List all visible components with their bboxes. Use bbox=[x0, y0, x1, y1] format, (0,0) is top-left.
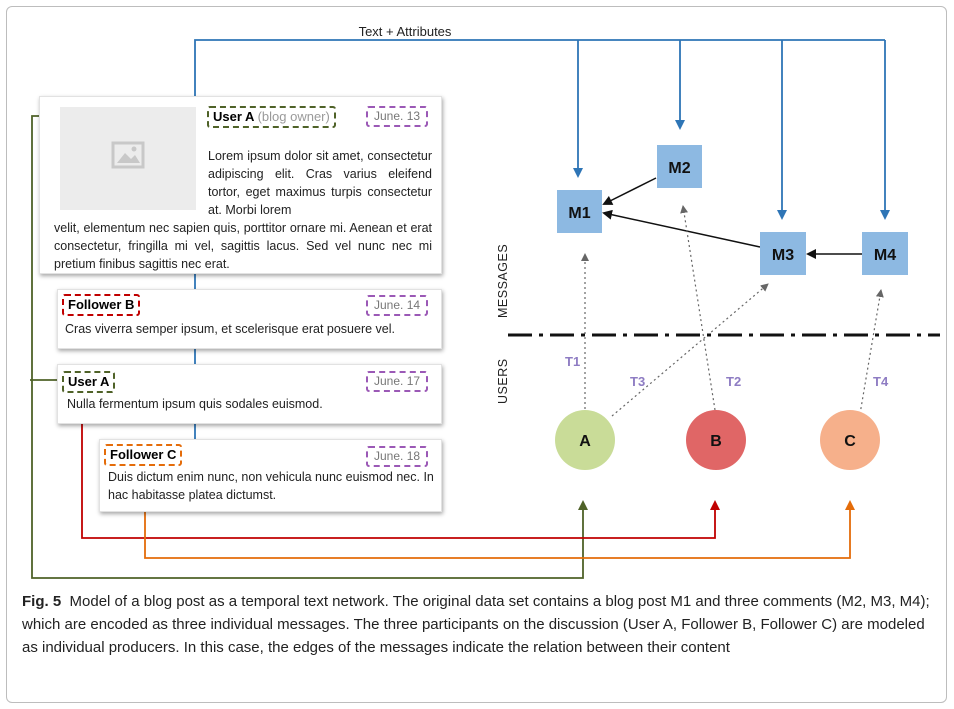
post-date: June. 13 bbox=[366, 106, 429, 127]
comment-card-follower-b: Follower B June. 14 Cras viverra semper … bbox=[57, 289, 442, 349]
post-date: June. 18 bbox=[366, 446, 429, 467]
transition-t4-line bbox=[859, 289, 884, 415]
comment-text: Cras viverra semper ipsum, et scelerisqu… bbox=[65, 322, 395, 336]
message-node-m2: M2 bbox=[657, 145, 702, 188]
comment-card-follower-c: Follower C June. 18 Duis dictum enim nun… bbox=[99, 439, 442, 512]
blog-post-card: User A (blog owner) June. 13 Lorem ipsum… bbox=[39, 96, 442, 274]
transition-t3-line bbox=[611, 283, 769, 417]
comment-card-user-a: User A June. 17 Nulla fermentum ipsum qu… bbox=[57, 364, 442, 424]
image-placeholder bbox=[60, 107, 196, 210]
transition-t2-label: T2 bbox=[726, 374, 741, 389]
svg-text:M3: M3 bbox=[772, 247, 794, 264]
image-icon bbox=[111, 141, 145, 169]
author-tag: Follower B bbox=[62, 294, 141, 316]
post-text-wrapped: Lorem ipsum dolor sit amet, consectetur … bbox=[208, 149, 432, 217]
post-date: June. 17 bbox=[366, 371, 429, 392]
users-axis-label: USERS bbox=[496, 358, 510, 404]
messages-axis-label: MESSAGES bbox=[496, 244, 510, 318]
svg-text:B: B bbox=[710, 433, 722, 450]
post-date: June. 14 bbox=[366, 295, 429, 316]
edge-m2-m1 bbox=[602, 177, 657, 205]
user-node-b: B bbox=[686, 410, 746, 470]
author-tag: Follower C bbox=[104, 444, 183, 466]
figure-frame bbox=[6, 6, 947, 703]
comment-text: Nulla fermentum ipsum quis sodales euism… bbox=[67, 397, 323, 411]
figure-caption: Fig. 5 Model of a blog post as a tempora… bbox=[22, 590, 932, 659]
message-node-m1: M1 bbox=[557, 190, 602, 233]
author-tag: User A (blog owner) bbox=[207, 106, 336, 128]
user-c-link-line bbox=[144, 500, 855, 559]
top-label: Text + Attributes bbox=[359, 24, 452, 39]
message-node-m3: M3 bbox=[760, 232, 806, 275]
comment-text: Duis dictum enim nunc, non vehicula nunc… bbox=[108, 470, 434, 502]
user-node-a: A bbox=[555, 410, 615, 470]
user-b-link-line bbox=[81, 420, 720, 539]
figure-number: Fig. 5 bbox=[22, 593, 62, 610]
author-name: User A bbox=[213, 109, 254, 124]
transition-t4-label: T4 bbox=[873, 374, 889, 389]
svg-text:M1: M1 bbox=[568, 205, 590, 222]
author-tag: User A bbox=[62, 371, 116, 393]
svg-text:A: A bbox=[579, 433, 591, 450]
edge-m3-m1 bbox=[602, 209, 761, 248]
svg-text:M2: M2 bbox=[668, 160, 690, 177]
author-note: (blog owner) bbox=[257, 109, 330, 124]
user-node-c: C bbox=[820, 410, 880, 470]
message-node-m4: M4 bbox=[862, 232, 908, 275]
svg-text:M4: M4 bbox=[874, 247, 896, 264]
caption-text: Model of a blog post as a temporal text … bbox=[22, 593, 930, 656]
post-text-full: velit, elementum nec sapien quis, portti… bbox=[54, 221, 432, 271]
transition-t3-label: T3 bbox=[630, 374, 645, 389]
transition-t1-label: T1 bbox=[565, 354, 580, 369]
svg-text:C: C bbox=[844, 433, 856, 450]
